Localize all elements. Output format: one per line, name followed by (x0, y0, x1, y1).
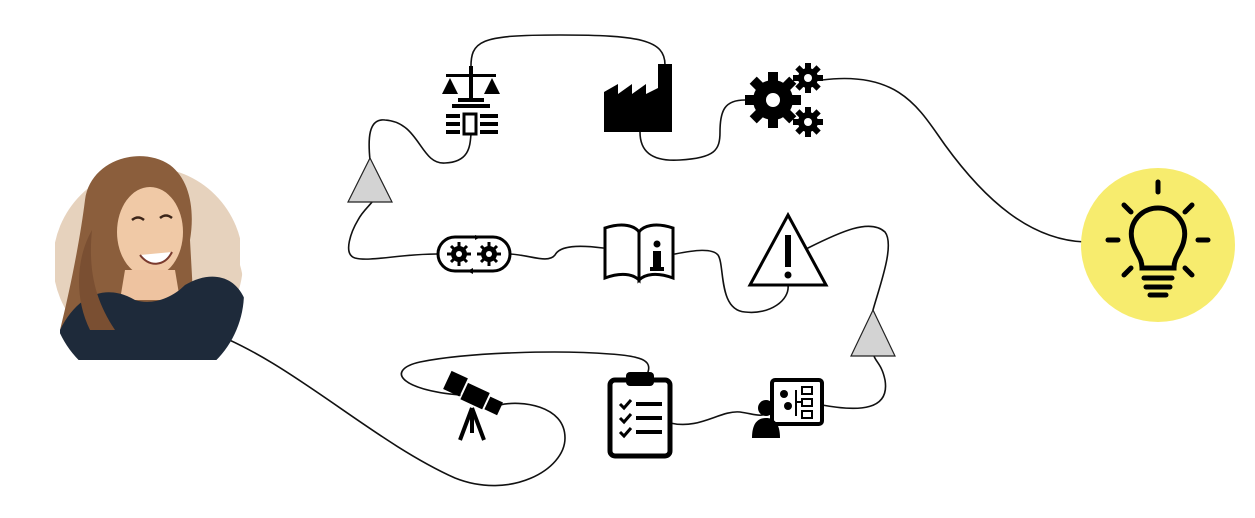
path-regulation-to-factory (470, 34, 666, 71)
path-triangle-to-regulation (368, 119, 472, 164)
path-conveyor-to-triangle (347, 201, 438, 260)
gears-icon (745, 63, 823, 137)
path-factory-to-gears (639, 99, 746, 161)
triangle-marker-icon (347, 156, 393, 203)
path-presenter-to-triangle (821, 355, 887, 410)
info-manual-icon (603, 223, 675, 284)
path-gears-to-idea (821, 77, 1086, 243)
lightbulb-icon (1081, 168, 1235, 322)
path-triangle-to-warning (807, 225, 890, 311)
scales-regulation-icon (442, 66, 500, 136)
presenter-process-board-icon (752, 378, 824, 438)
clipboard-checklist-icon (607, 372, 673, 459)
factory-icon (604, 64, 672, 132)
triangle-marker-icon (850, 308, 896, 357)
path-person-to-telescope (204, 329, 566, 487)
telescope-icon (443, 370, 503, 441)
path-manual-to-conveyor (509, 245, 604, 260)
path-checklist-to-presenter (669, 411, 771, 426)
person-portrait-icon (55, 156, 245, 360)
journey-path (204, 34, 1086, 487)
path-warning-to-manual (674, 249, 789, 314)
warning-sign-icon (747, 211, 829, 287)
conveyor-gears-icon (436, 235, 512, 274)
path-telescope-loop-to-checklist (400, 351, 650, 396)
